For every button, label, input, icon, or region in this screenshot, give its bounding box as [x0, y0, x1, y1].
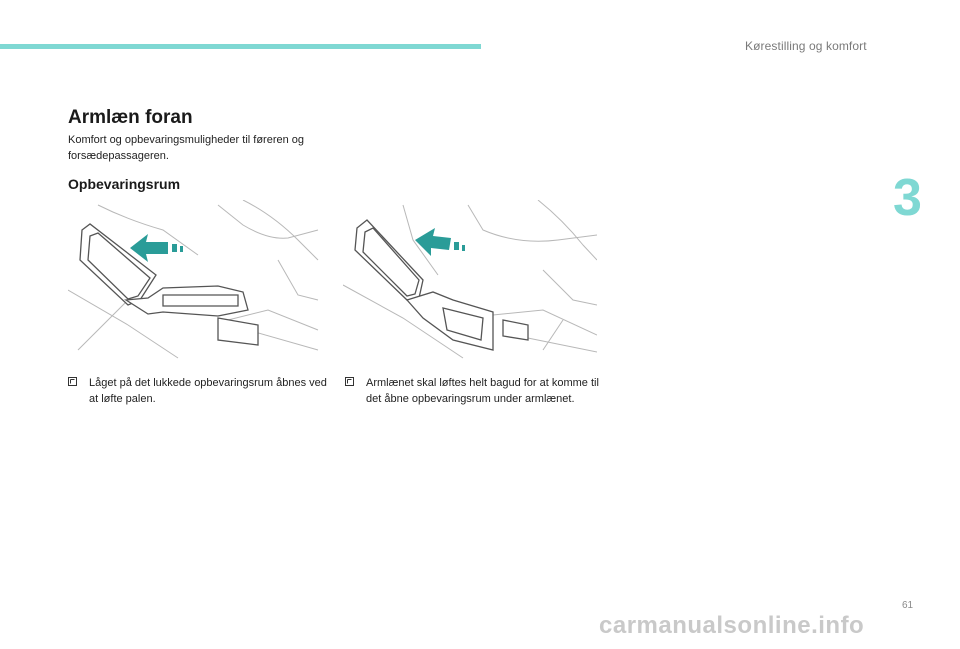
watermark: carmanualsonline.info — [599, 612, 865, 639]
section-title: Armlæn foran — [68, 107, 193, 128]
page-number: 61 — [902, 600, 914, 611]
subsection-title: Opbevaringsrum — [68, 176, 181, 192]
section-intro: Komfort og opbevaringsmuligheder til før… — [68, 134, 305, 162]
figure-2-caption-text: Armlænet skal løftes helt bagud for at k… — [366, 377, 599, 405]
armrest-lid-open-illustration — [68, 200, 322, 360]
top-accent-bar — [0, 44, 481, 49]
figure-1-caption: Låget på det lukkede opbevaringsrum åbne… — [68, 375, 329, 407]
armrest-raised-illustration — [343, 200, 597, 360]
figure-2-caption: Armlænet skal løftes helt bagud for at k… — [345, 375, 606, 407]
chapter-number: 3 — [893, 169, 922, 227]
checkbox-bullet-icon — [68, 377, 77, 386]
chapter-title: Kørestilling og komfort — [745, 39, 867, 53]
figure-1-caption-text: Låget på det lukkede opbevaringsrum åbne… — [89, 377, 327, 405]
checkbox-bullet-icon — [345, 377, 354, 386]
